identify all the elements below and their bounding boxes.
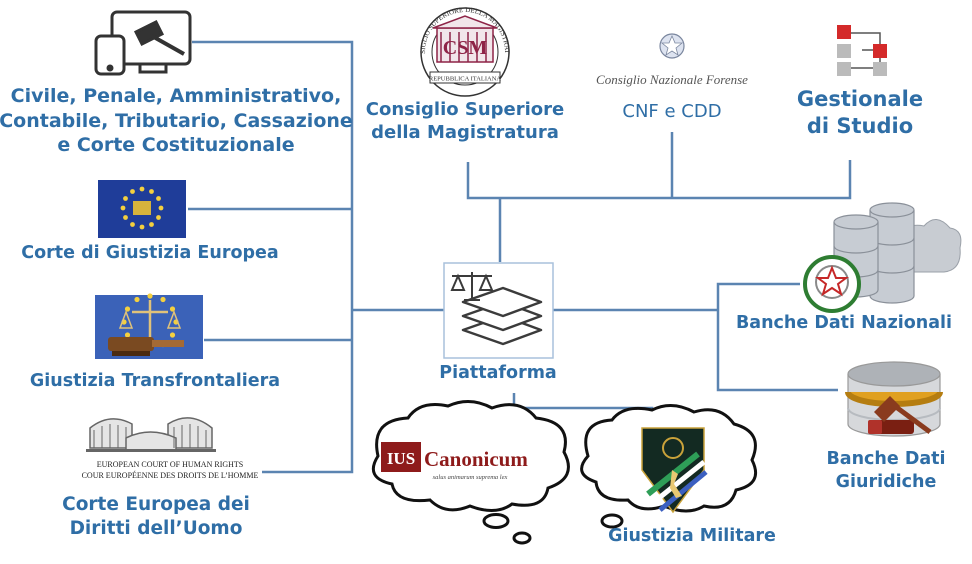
node-corte-europea-diritti-uomo: Corte Europea dei Diritti dell’Uomo — [62, 493, 250, 541]
node-cnf-cdd: CNF e CDD — [622, 100, 721, 123]
node-corte-europea-line-1: Corte Europea dei — [62, 494, 250, 515]
node-csm-line-1: Consiglio Superiore — [365, 99, 565, 120]
legal-databases-icon — [845, 361, 943, 437]
national-databases-icon — [803, 202, 962, 313]
right-bus-connector — [716, 282, 838, 392]
eu-flag-star-9 — [130, 189, 135, 194]
node-giustizia-transfrontaliera: Giustizia Transfrontaliera — [30, 370, 280, 393]
ius-logo-ius: IUS — [387, 449, 415, 468]
node-piattaforma-label: Piattaforma — [439, 363, 557, 383]
echr-logo-text-fr: COUR EUROPÉENNE DES DROITS DE L’HOMME — [82, 470, 259, 480]
cross-border-star-9 — [134, 296, 140, 303]
eu-flag-star-2 — [156, 215, 161, 220]
node-piattaforma: Piattaforma — [439, 362, 556, 385]
ius-canonicum-logo: IUS Canonicum salus animarum suprema lex — [381, 442, 528, 481]
node-corte-europea-line-2: Diritti dell’Uomo — [69, 518, 243, 540]
eu-flag-star-12 — [156, 196, 161, 201]
eu-flag-star-10 — [139, 186, 145, 192]
eu-flag-star-7 — [120, 205, 126, 211]
node-banche-dati-nazionali: Banche Dati Nazionali — [736, 312, 952, 335]
eu-flag-star-1 — [158, 205, 164, 211]
cross-border-star-2 — [169, 332, 176, 338]
eu-flag-star-4 — [139, 224, 145, 230]
node-banche-dati-giuridiche-line-1: Banche Dati — [826, 449, 946, 469]
cross-border-star-6 — [124, 332, 131, 338]
left-trunk-connector — [192, 40, 354, 474]
flowchart-icon — [837, 25, 887, 76]
node-banche-dati-giuridiche: Banche Dati Giuridiche — [826, 448, 945, 494]
scales-icon — [450, 272, 494, 301]
devices-gavel-icon — [94, 10, 192, 76]
eu-flag-star-6 — [123, 215, 128, 220]
cross-border-justice-icon — [95, 293, 203, 359]
italian-republic-emblem-icon — [803, 255, 861, 313]
node-civile-penale-line-3: e Corte Costituzionale — [57, 134, 295, 157]
node-corte-giustizia-europea: Corte di Giustizia Europea — [21, 242, 278, 265]
csm-seal-icon: CONSIGLIO SUPERIORE DELLA MAGISTRATURA C… — [0, 0, 511, 97]
node-banche-dati-giuridiche-line-2: Giuridiche — [835, 471, 937, 492]
cross-border-star-12 — [169, 306, 176, 312]
cross-border-star-8 — [124, 306, 131, 312]
ius-canonicum-cloud — [371, 400, 570, 545]
node-cnf-cdd-label: CNF e CDD — [622, 101, 722, 122]
cross-border-star-11 — [160, 296, 166, 303]
node-civile-penale-line-2: Contabile, Tributario, Cassazione — [0, 109, 353, 132]
echr-logo-text-en: EUROPEAN COURT OF HUMAN RIGHTS — [97, 460, 244, 469]
eu-flag-star-11 — [149, 189, 154, 194]
layers-icon — [461, 286, 543, 346]
csm-ribbon-text: REPUBBLICA ITALIANA — [429, 76, 502, 83]
eu-flag-icon — [98, 180, 186, 238]
cnf-logo-text: Consiglio Nazionale Forense — [596, 72, 748, 87]
echr-building-icon — [86, 417, 216, 452]
node-banche-dati-nazionali-label: Banche Dati Nazionali — [735, 313, 953, 333]
node-gestionale-studio: Gestionale di Studio — [797, 86, 923, 141]
ius-logo-name: Canonicum — [424, 447, 528, 471]
node-gestionale-line-2: di Studio — [806, 114, 914, 139]
node-corte-giustizia-europea-label: Corte di Giustizia Europea — [21, 243, 279, 263]
node-civile-penale-line-1: Civile, Penale, Amministrativo, — [10, 85, 342, 107]
top-bus-connector — [466, 160, 852, 200]
military-shield-icon — [641, 427, 708, 514]
italian-emblem-icon — [659, 33, 685, 59]
node-giustizia-militare: Giustizia Militare — [608, 525, 776, 548]
node-gestionale-line-1: Gestionale — [796, 87, 924, 111]
eu-flag-star-5 — [130, 222, 135, 227]
ius-logo-motto: salus animarum suprema lex — [433, 474, 508, 481]
node-giustizia-militare-label: Giustizia Militare — [608, 526, 776, 546]
node-civile-penale: Civile, Penale, Amministrativo, Contabil… — [0, 84, 353, 158]
node-consiglio-superiore-magistratura: Consiglio Superiore della Magistratura — [366, 98, 565, 145]
csm-monogram: CSM — [443, 37, 488, 59]
cross-border-star-10 — [147, 293, 153, 299]
eu-flag-star-8 — [123, 196, 128, 201]
eu-flag-star-3 — [149, 222, 154, 227]
node-giustizia-transfrontaliera-label: Giustizia Transfrontaliera — [29, 371, 281, 391]
node-csm-line-2: della Magistratura — [371, 122, 559, 144]
